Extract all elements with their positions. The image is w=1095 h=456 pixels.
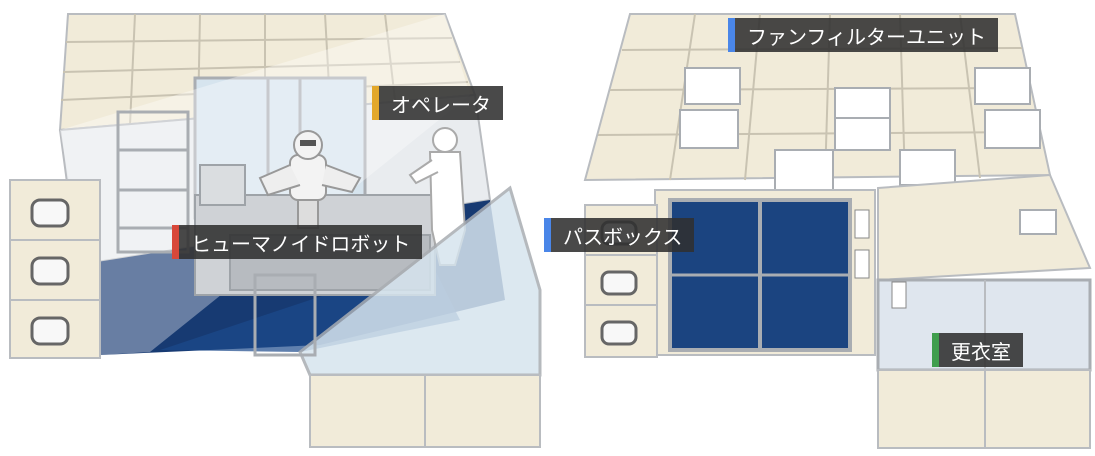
callout-humanoid-robot-marker: [172, 225, 179, 259]
callout-changing-room: 更衣室: [932, 333, 1023, 367]
callout-changing-room-marker: [932, 333, 939, 367]
callout-changing-room-text: 更衣室: [951, 339, 1011, 364]
humanoid-robot: [258, 130, 362, 229]
callout-fan-filter-unit-marker: [728, 18, 735, 52]
callout-pass-box: パスボックス: [544, 218, 695, 252]
callout-operator: オペレータ: [372, 86, 503, 120]
callout-humanoid-robot: ヒューマノイドロボット: [172, 225, 423, 259]
left-front-partition: [253, 185, 542, 448]
callout-pass-box-text: パスボックス: [563, 224, 683, 249]
right-cleanroom-exterior: [583, 13, 1092, 449]
callout-fan-filter-unit: ファンフィルターユニット: [728, 18, 998, 52]
right-front-wall: [654, 189, 876, 356]
callout-humanoid-robot-text: ヒューマノイドロボット: [191, 231, 411, 256]
callout-operator-text: オペレータ: [391, 92, 491, 117]
callout-pass-box-marker: [544, 218, 551, 252]
changing-room-box: [876, 173, 1092, 449]
callout-fan-filter-unit-text: ファンフィルターユニット: [747, 24, 986, 49]
left-pass-box-stack: [9, 179, 101, 359]
left-cleanroom-cutaway: [9, 13, 542, 448]
callout-operator-marker: [372, 86, 379, 120]
storage-rack: [116, 110, 190, 254]
